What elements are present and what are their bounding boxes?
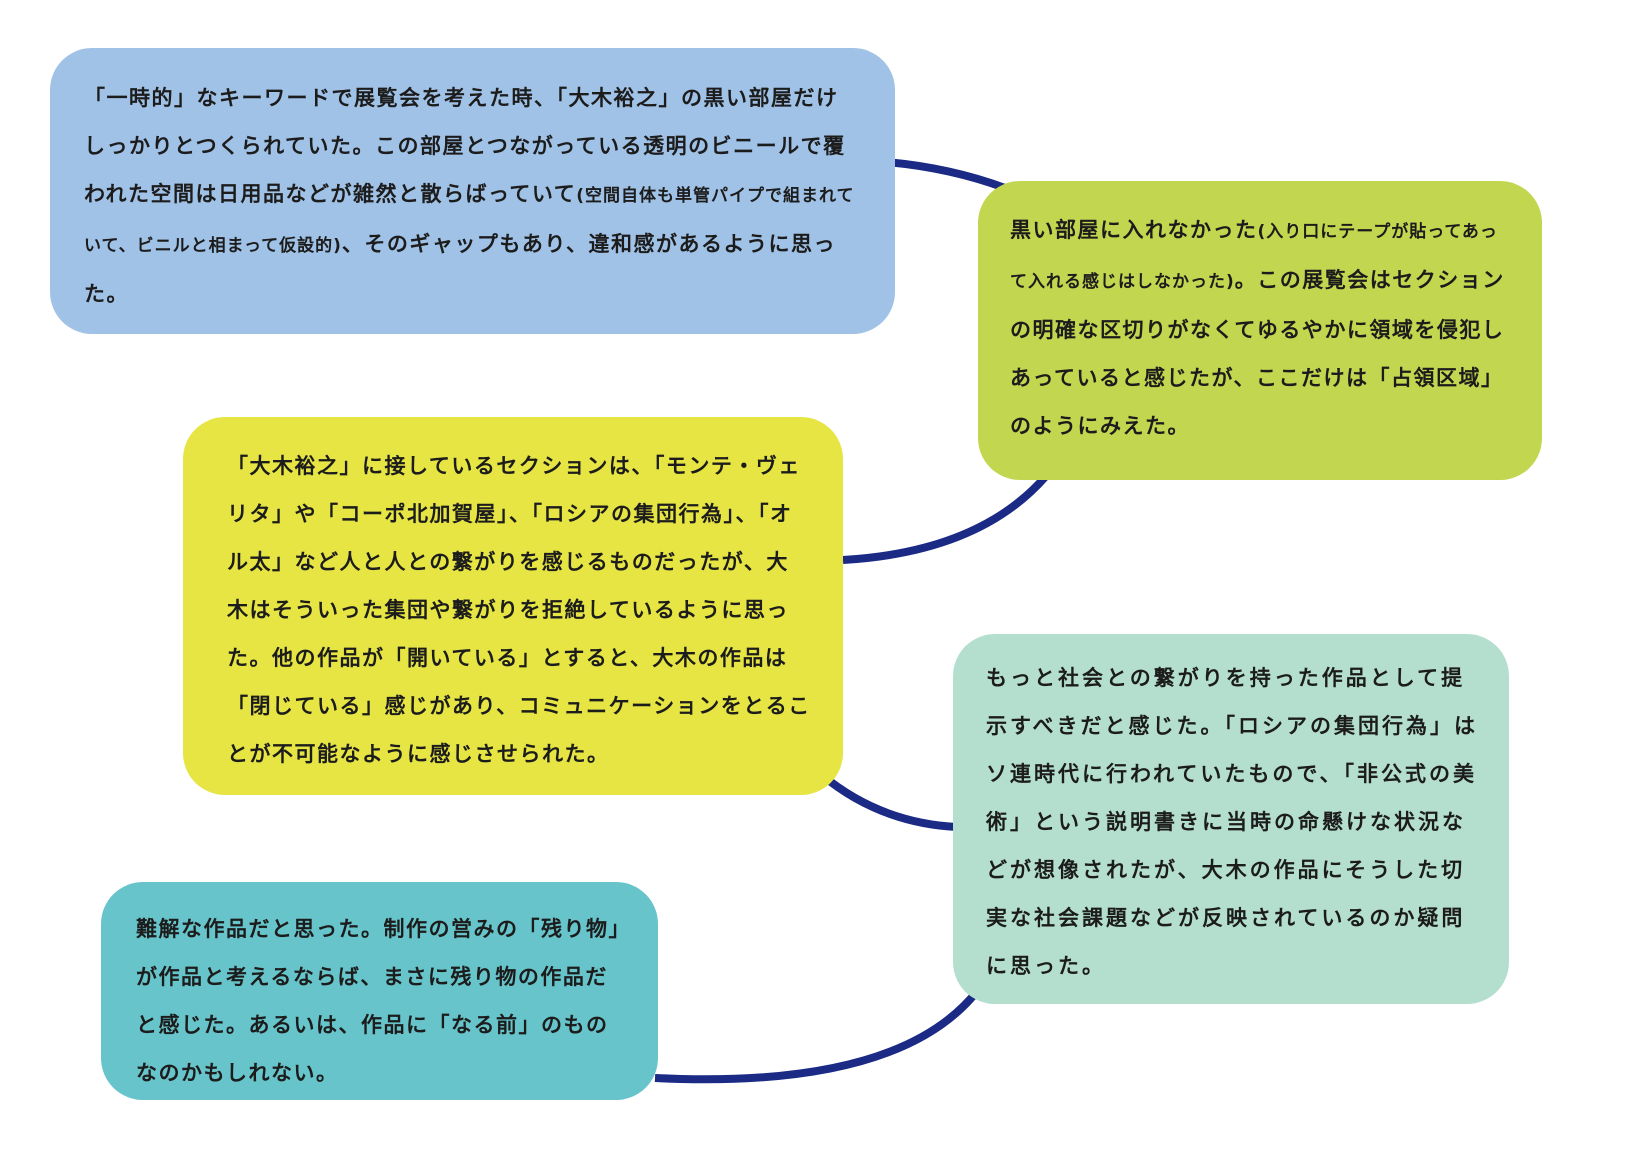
comment-3-text: 「大木裕之」に接しているセクションは、「モンテ・ヴェリタ」や「コーポ北加賀屋」、…	[227, 454, 811, 766]
comment-1-text-after: 、そのギャップもあり、違和感があるように思った。	[84, 232, 837, 306]
comment-1-text: 「一時的」なキーワードで展覧会を考えた時、「大木裕之」の黒い部屋だけしっかりとつ…	[84, 86, 846, 206]
connector-2-3	[842, 473, 1050, 564]
comment-2-note: (入り口にテープが貼ってあって入れる感じはしなかった)	[1010, 222, 1498, 292]
connector-4-5	[654, 987, 982, 1084]
comment-2-text-after: 。この展覧会はセクションの明確な区切りがなくてゆるやかに領域を侵犯しあっていると…	[1010, 268, 1505, 438]
comment-bubble-4: もっと社会との繋がりを持った作品として提示すべきだと感じた。「ロシアの集団行為」…	[953, 634, 1509, 1004]
connector-3-4	[819, 771, 958, 831]
comment-bubble-2: 黒い部屋に入れなかった(入り口にテープが貼ってあって入れる感じはしなかった)。こ…	[978, 181, 1542, 480]
comment-bubble-3: 「大木裕之」に接しているセクションは、「モンテ・ヴェリタ」や「コーポ北加賀屋」、…	[183, 417, 843, 795]
comment-bubble-5: 難解な作品だと思った。制作の営みの「残り物」が作品と考えるならば、まさに残り物の…	[101, 882, 658, 1100]
comment-2-text: 黒い部屋に入れなかった	[1010, 218, 1258, 242]
comment-5-text: 難解な作品だと思った。制作の営みの「残り物」が作品と考えるならば、まさに残り物の…	[136, 917, 621, 1085]
comment-4-text: もっと社会との繋がりを持った作品として提示すべきだと感じた。「ロシアの集団行為」…	[986, 666, 1479, 978]
comment-1-note: (空間自体も単管パイプで組まれていて、ビニルと相まって仮設的)	[84, 186, 855, 256]
comment-bubble-1: 「一時的」なキーワードで展覧会を考えた時、「大木裕之」の黒い部屋だけしっかりとつ…	[50, 48, 895, 334]
